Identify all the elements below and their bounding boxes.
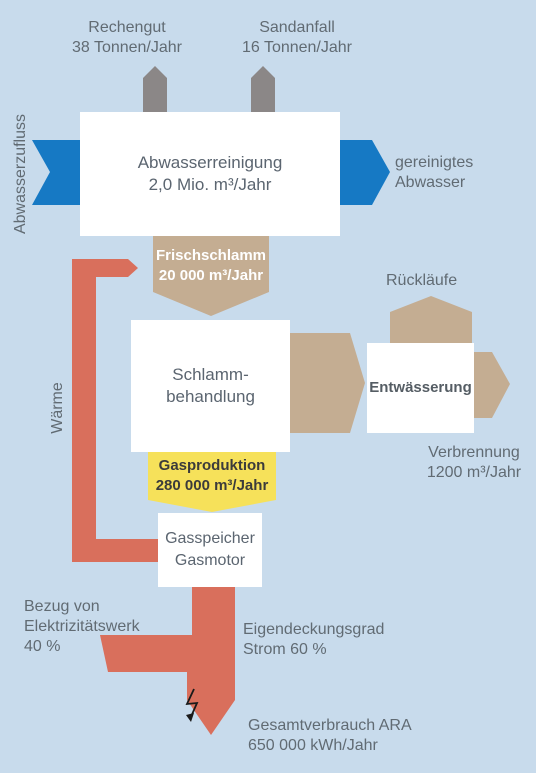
frischschlamm-flow <box>153 236 269 316</box>
ruecklaeufe-arrow <box>390 296 472 343</box>
schlamm-to-entwaesserung-flow <box>290 333 365 433</box>
frischschlamm-label: Frischschlamm 20 000 m³/Jahr <box>150 246 272 286</box>
abwasserzufluss-label: Abwasserzufluss <box>12 113 29 235</box>
gesamt-label: Gesamtverbrauch ARA 650 000 kWh/Jahr <box>248 716 412 756</box>
gasspeicher-box: Gasspeicher Gasmotor <box>158 513 262 587</box>
sandanfall-label: Sandanfall 16 Tonnen/Jahr <box>230 18 364 58</box>
rechengut-label: Rechengut 38 Tonnen/Jahr <box>62 18 192 58</box>
bezug-label: Bezug von Elektrizitätswerk 40 % <box>24 597 140 657</box>
waerme-label: Wärme <box>49 382 66 434</box>
rechengut-arrow <box>143 66 167 112</box>
sandanfall-value: 16 Tonnen/Jahr <box>241 39 352 56</box>
gasspeicher-line2: Gasmotor <box>174 552 246 569</box>
bezug-line2: Elektrizitätswerk <box>24 618 140 635</box>
gasproduktion-value: 280 000 m³/Jahr <box>155 477 269 494</box>
eigendeckung-line2: Strom 60 % <box>243 641 327 658</box>
schlammbehandlung-line2: behandlung <box>166 387 255 406</box>
rechengut-value: 38 Tonnen/Jahr <box>71 39 182 56</box>
frischschlamm-value: 20 000 m³/Jahr <box>158 267 264 284</box>
gesamt-line2: 650 000 kWh/Jahr <box>248 737 378 754</box>
eigendeckung-line1: Eigendeckungsgrad <box>243 621 385 638</box>
eigendeckung-label: Eigendeckungsgrad Strom 60 % <box>243 620 384 660</box>
waerme-flow <box>72 259 158 562</box>
entwaesserung-box: Entwässerung <box>367 343 474 433</box>
bezug-value: 40 % <box>24 638 61 655</box>
verbrennung-name: Verbrennung <box>428 444 520 461</box>
lightning-icon <box>185 688 199 722</box>
gasproduktion-name: Gasproduktion <box>158 457 266 474</box>
frischschlamm-name: Frischschlamm <box>155 247 267 264</box>
inflow-arrow <box>32 140 82 205</box>
abwasserreinigung-title: Abwasserreinigung <box>137 153 283 172</box>
schlammbehandlung-line1: Schlamm- <box>172 365 249 384</box>
entwaesserung-label: Entwässerung <box>369 379 472 396</box>
abwasserreinigung-box: Abwasserreinigung 2,0 Mio. m³/Jahr <box>80 112 340 236</box>
gereinigtes-line1: gereinigtes <box>395 154 474 171</box>
rechengut-name: Rechengut <box>88 19 166 36</box>
sandanfall-name: Sandanfall <box>259 19 335 36</box>
verbrennung-label: Verbrennung 1200 m³/Jahr <box>414 443 534 483</box>
verbrennung-arrow <box>474 352 510 418</box>
gereinigtes-label: gereinigtes Abwasser <box>395 153 473 193</box>
ruecklaeufe-label: Rückläufe <box>386 272 458 289</box>
abwasserreinigung-value: 2,0 Mio. m³/Jahr <box>148 175 272 194</box>
verbrennung-value: 1200 m³/Jahr <box>426 464 522 481</box>
gesamt-line1: Gesamtverbrauch ARA <box>248 717 412 734</box>
gasspeicher-line1: Gasspeicher <box>165 530 255 547</box>
gasproduktion-label: Gasproduktion 280 000 m³/Jahr <box>146 456 278 496</box>
outflow-arrow <box>340 140 390 205</box>
gereinigtes-line2: Abwasser <box>395 174 466 191</box>
schlammbehandlung-box: Schlamm- behandlung <box>131 320 290 452</box>
gasproduktion-flow <box>148 452 276 512</box>
sandanfall-arrow <box>251 66 275 112</box>
bezug-line1: Bezug von <box>24 598 100 615</box>
electricity-flow <box>100 587 235 735</box>
